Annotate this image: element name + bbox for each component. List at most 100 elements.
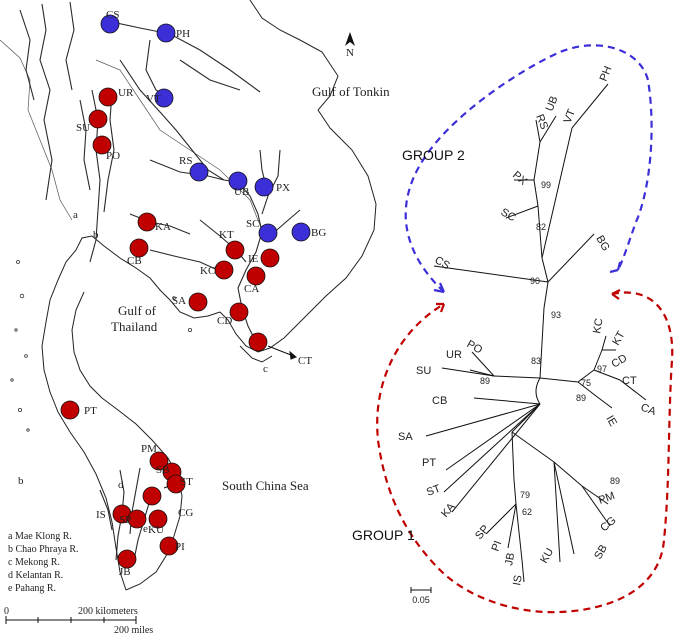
bootstrap-value: 79 (520, 490, 530, 500)
group1-arrowhead-2 (611, 289, 621, 300)
site-marker-bg (291, 222, 311, 242)
tree-branch (433, 265, 549, 283)
tree-tip-ka: KA (439, 500, 458, 519)
tree-tip-ca: CA (639, 402, 658, 419)
tree-branch-root (535, 377, 541, 405)
tree-branch (571, 83, 609, 129)
site-label-ur: UR (118, 87, 134, 99)
site-marker-ub (228, 171, 248, 191)
group2-arrowhead-2 (433, 282, 446, 294)
tree-branch (537, 205, 543, 259)
tree-tip-ie: IE (603, 414, 619, 429)
bootstrap-value: 89 (610, 476, 620, 486)
tree-branch (533, 141, 541, 181)
tree-branch (443, 403, 541, 493)
site-marker-cb (129, 238, 149, 258)
river-letter-a: a (73, 209, 78, 221)
tree-branch (543, 281, 549, 309)
tree-tip-ph: PH (598, 64, 615, 83)
map-scale-bar: 0 200 kilometers 200 miles (4, 606, 153, 636)
north-arrow: N (345, 32, 355, 59)
tree-branch (473, 397, 541, 405)
tree-branch (593, 349, 603, 371)
site-label-ie: IE (248, 253, 259, 265)
site-label-px: PX (276, 182, 290, 194)
tree-tip-is: IS (511, 574, 525, 586)
tree-tip-ub: UB (544, 94, 561, 113)
site-label-rs: RS (179, 155, 192, 167)
site-marker-kt (225, 240, 245, 260)
tree-tip-pi: PI (490, 539, 505, 553)
tree-branch (593, 369, 621, 381)
site-label-pt: PT (84, 405, 97, 417)
tree-branch (513, 479, 517, 505)
tree-branch (507, 503, 517, 549)
site-marker-cg (142, 486, 162, 506)
site-marker-sa (188, 292, 208, 312)
sea-label-scs: South China Sea (222, 478, 309, 493)
group1-outline (376, 291, 674, 614)
site-marker-pi (159, 536, 179, 556)
tree-tip-st: ST (425, 483, 443, 499)
river-letter-b-peninsula: b (18, 475, 24, 487)
site-marker-ku (148, 509, 168, 529)
legend-item-chao-phraya: b Chao Phraya R. (8, 544, 79, 555)
site-marker-cd (229, 302, 249, 322)
phylogenetic-tree: PHRSUBPXVTSCBGCSPOURSUCBSAPTSTKASPPIJBIS… (398, 64, 658, 586)
tree-branch (485, 503, 517, 535)
tree-branch (425, 403, 541, 437)
bootstrap-value: 83 (531, 356, 541, 366)
group2-arrowhead (609, 261, 622, 274)
tree-branch (541, 257, 549, 283)
site-label-cd: CD (217, 315, 232, 327)
tree-branch (441, 367, 495, 377)
group2-outline (404, 44, 653, 293)
site-marker-ct (248, 332, 268, 352)
sea-label-thailand-1: Gulf of (118, 303, 157, 318)
tree-tip-rs: RS (533, 113, 550, 132)
site-marker-kc (214, 260, 234, 280)
tree-tip-sa: SA (398, 431, 413, 443)
tree-tip-ku: KU (538, 546, 556, 565)
tree-branch (577, 369, 595, 383)
site-label-ub: UB (234, 186, 249, 198)
bootstrap-value: 90 (530, 276, 540, 286)
tree-branch (511, 403, 541, 433)
tree-tip-ur: UR (446, 349, 462, 361)
pointer-arrows (163, 345, 297, 489)
islands (10, 260, 192, 432)
north-label: N (346, 47, 354, 59)
tree-branch (471, 351, 495, 377)
tree-tip-pt: PT (422, 457, 436, 469)
tree-branch (539, 115, 557, 143)
tree-branch (505, 205, 539, 219)
site-label-is: IS (96, 509, 106, 521)
tree-branch (493, 375, 541, 379)
tree-branch (553, 461, 583, 487)
legend-item-mae-klong: a Mae Klong R. (8, 531, 72, 542)
river-letter-b: b (93, 229, 99, 241)
tree-tip-vt: VT (562, 107, 578, 125)
tree-branch (547, 233, 595, 283)
site-label-pm: PM (141, 443, 157, 455)
site-label-kt: KT (219, 229, 234, 241)
tree-tip-cg: CG (598, 514, 618, 534)
site-label-sp: SP (119, 514, 131, 526)
tree-branch (581, 485, 609, 505)
site-marker-sc (258, 223, 278, 243)
site-label-ct: CT (298, 355, 312, 367)
tree-branch (619, 379, 647, 401)
site-label-pi: PI (175, 541, 185, 553)
bootstrap-value: 89 (480, 376, 490, 386)
tree-scale-bar: 0.05 (410, 587, 432, 605)
tree-panel: GROUP 2 GROUP 1 PHRSUBPXVTSCBGCSPOURSUCB… (352, 44, 674, 614)
bootstrap-value: 97 (597, 364, 607, 374)
tree-tip-jb: JB (503, 552, 517, 567)
tree-tip-px: PX (510, 169, 529, 188)
scale-km-label: 200 kilometers (78, 606, 138, 617)
site-marker-pt (60, 400, 80, 420)
tree-tip-ct: CT (622, 375, 637, 387)
